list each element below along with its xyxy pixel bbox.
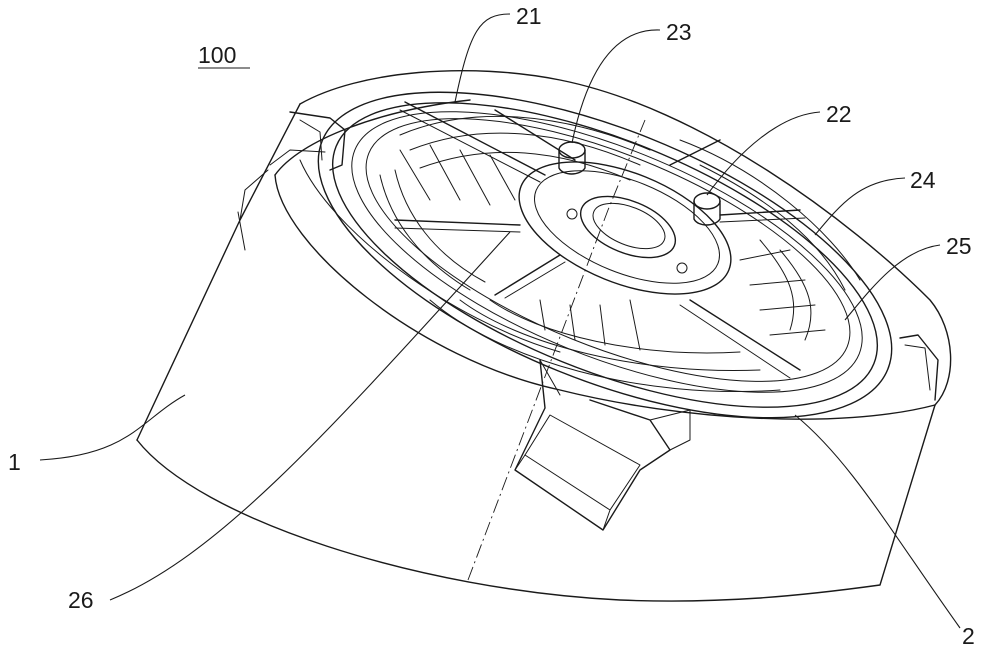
- central-hub: [501, 135, 750, 321]
- label-26: 26: [68, 587, 94, 613]
- leader-lines: [40, 14, 960, 628]
- label-21: 21: [516, 3, 542, 29]
- label-100: 100: [198, 42, 236, 68]
- reference-labels: 100 21 23 22 24 25 1 26 2: [8, 3, 975, 649]
- center-axis: [468, 120, 645, 580]
- right-notch: [900, 335, 938, 400]
- label-23: 23: [666, 19, 692, 45]
- label-2: 2: [962, 623, 975, 649]
- label-1: 1: [8, 449, 21, 475]
- label-24: 24: [910, 167, 936, 193]
- grille-cover: [275, 25, 934, 485]
- housing-body: [137, 71, 951, 601]
- label-22: 22: [826, 101, 852, 127]
- label-25: 25: [946, 233, 972, 259]
